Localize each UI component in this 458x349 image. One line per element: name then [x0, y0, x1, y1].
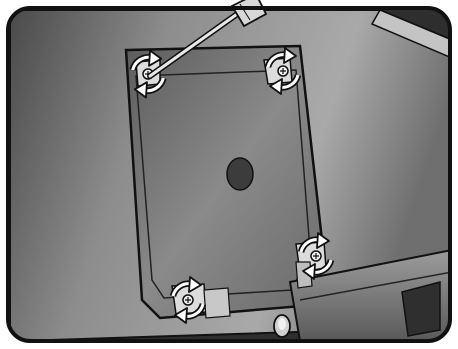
center-hole-icon: [227, 158, 253, 190]
